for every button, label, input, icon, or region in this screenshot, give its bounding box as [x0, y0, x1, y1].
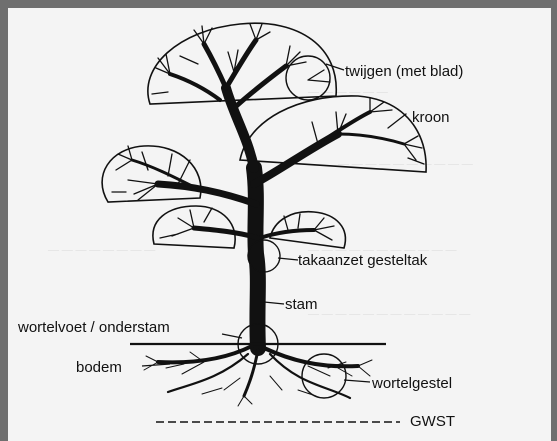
diagram-page: — — — — — — — — — — — — — — — — — — — — … [8, 8, 551, 441]
label-root-collar: wortelvoet / onderstam [18, 320, 170, 335]
label-crown: kroon [412, 110, 450, 125]
twigs-detail-circle [286, 56, 330, 100]
main-branch-left [158, 184, 256, 204]
tree-diagram [8, 8, 551, 441]
root-system [144, 346, 372, 406]
main-branch-lower-right [260, 230, 314, 238]
twig-fans [112, 24, 424, 240]
label-twigs: twijgen (met blad) [345, 64, 463, 79]
label-soil: bodem [76, 360, 122, 375]
label-branch-junction: takaanzet gesteltak [298, 253, 427, 268]
trunk [254, 168, 258, 348]
main-branch-right [254, 134, 338, 184]
crown-left-lobe [102, 146, 201, 202]
label-trunk: stam [285, 297, 318, 312]
label-root-system: wortelgestel [372, 376, 452, 391]
label-groundwater: GWST [410, 414, 455, 429]
root-system-circle [302, 354, 346, 398]
